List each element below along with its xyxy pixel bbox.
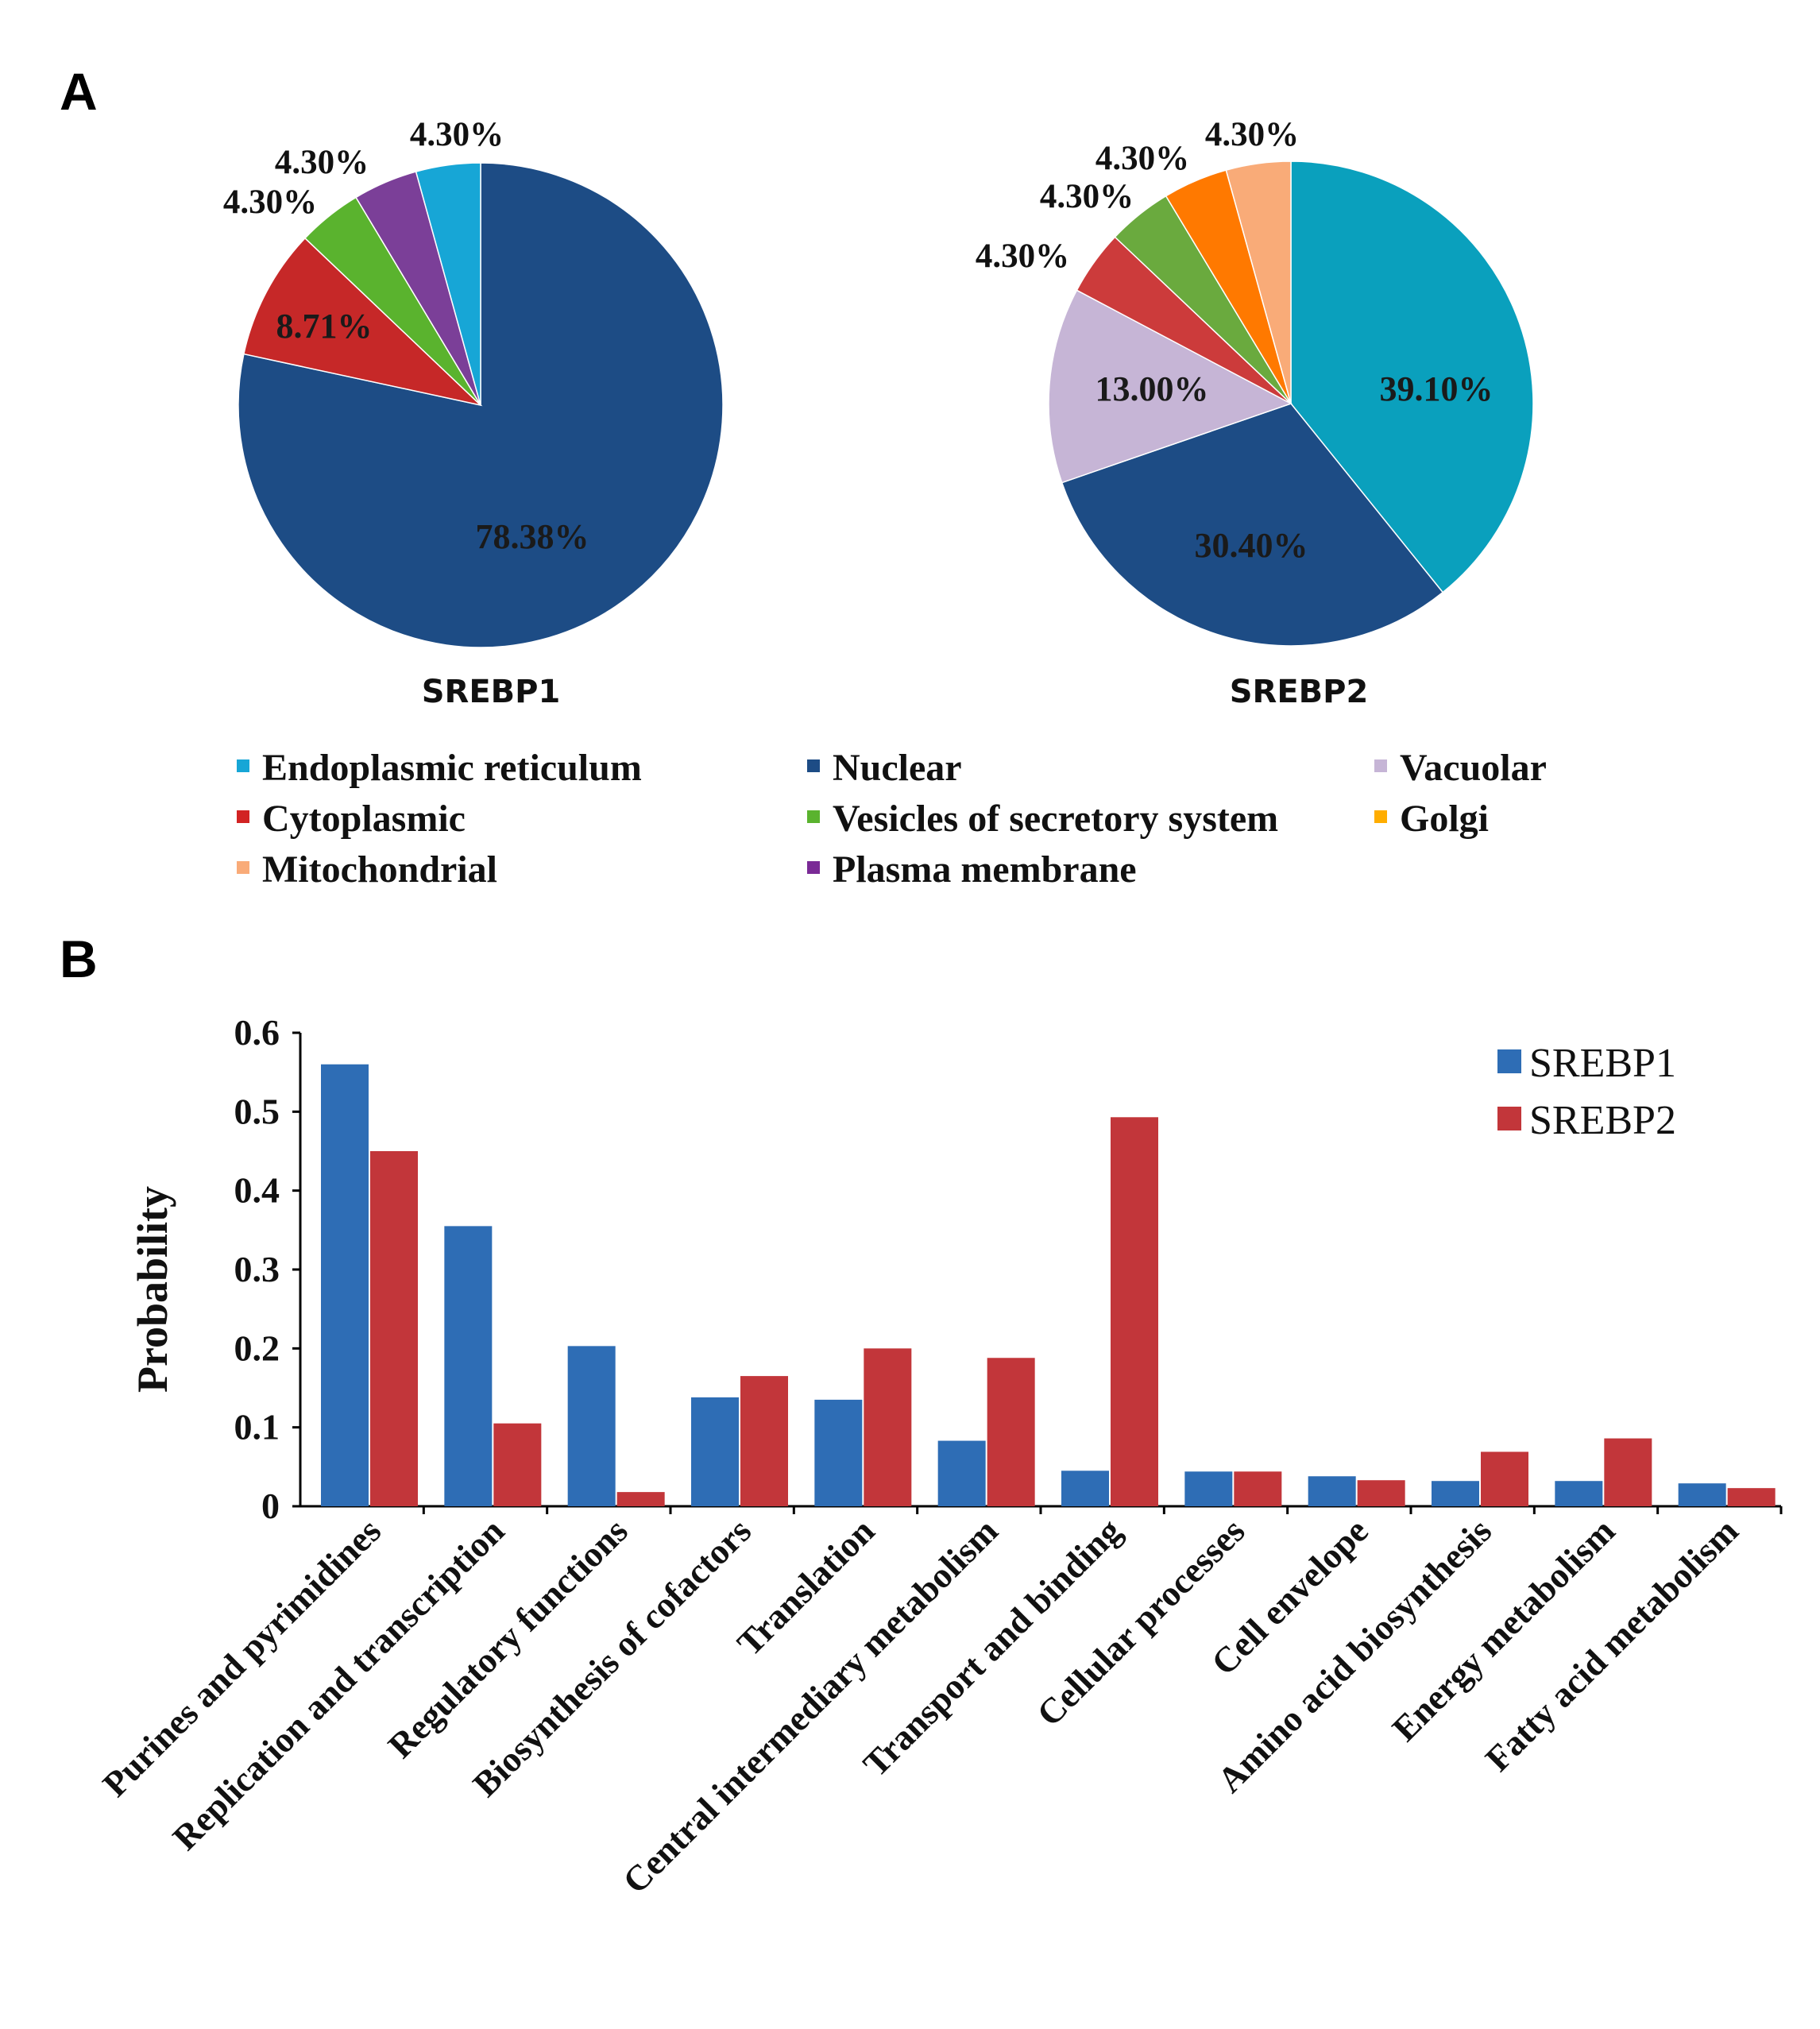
pie-label-vacuolar: 13.00% xyxy=(1095,369,1209,408)
bar-legend-swatch-srebp1 xyxy=(1497,1049,1521,1073)
panel-b-letter: B xyxy=(60,929,98,988)
pie-label-nuclear: 30.40% xyxy=(1195,526,1308,565)
bar-srebp1-cellular-processes xyxy=(1184,1471,1233,1506)
x-category-label: Energy metabolism xyxy=(1385,1511,1623,1749)
panel-a-letter: A xyxy=(60,62,98,121)
pie-chart-srebp1: 78.38%8.71%4.30%4.30%4.30% xyxy=(223,116,724,648)
x-category-label: Regulatory functions xyxy=(381,1511,636,1766)
legend-label-plasma-membrane: Plasma membrane xyxy=(833,848,1137,891)
legend-swatch-golgi xyxy=(1374,810,1387,823)
bar-srebp2-energy-metabolism xyxy=(1604,1438,1652,1506)
bar-srebp2-replication-and-transcription xyxy=(493,1423,542,1506)
pie-label-endoplasmic-reticulum: 39.10% xyxy=(1380,369,1493,408)
pie-label-mitochondrial: 4.30% xyxy=(1205,116,1299,153)
pie-label-cytoplasmic: 4.30% xyxy=(976,238,1069,275)
bar-srebp2-translation xyxy=(864,1348,912,1506)
bar-srebp2-cell-envelope xyxy=(1357,1480,1405,1506)
bar-srebp1-replication-and-transcription xyxy=(444,1226,493,1506)
bar-srebp2-regulatory-functions xyxy=(616,1492,665,1506)
bar-srebp2-transport-and-binding xyxy=(1111,1117,1158,1506)
pie-label-cytoplasmic: 8.71% xyxy=(276,307,373,346)
bar-srebp1-amino-acid-biosynthesis xyxy=(1432,1481,1479,1506)
pie-title-srebp2: SREBP2 xyxy=(1230,674,1369,710)
pie-title-srebp1: SREBP1 xyxy=(422,674,561,710)
legend-label-nuclear: Nuclear xyxy=(833,747,962,789)
pie-label-vesicles-of-secretory-system: 4.30% xyxy=(1040,178,1134,215)
legend-label-cytoplasmic: Cytoplasmic xyxy=(262,798,466,840)
pie-chart-srebp2: 39.10%30.40%13.00%4.30%4.30%4.30%4.30% xyxy=(976,116,1534,647)
legend-label-vesicles-of-secretory-system: Vesicles of secretory system xyxy=(833,798,1278,840)
bar-srebp2-biosynthesis-of-cofactors xyxy=(740,1376,788,1506)
bar-srebp2-amino-acid-biosynthesis xyxy=(1481,1451,1528,1506)
pie-label-plasma-membrane: 4.30% xyxy=(275,144,369,181)
pie-slice-endoplasmic-reticulum xyxy=(1290,160,1534,593)
bar-srebp1-energy-metabolism xyxy=(1555,1481,1603,1506)
bar-srebp2-central-intermediary-metabolism xyxy=(987,1358,1035,1506)
pie-label-vesicles-of-secretory-system: 4.30% xyxy=(223,184,317,221)
legend-swatch-vesicles-of-secretory-system xyxy=(807,810,820,823)
y-axis-title: Probability xyxy=(129,1186,176,1393)
bar-srebp2-purines-and-pyrimidines xyxy=(370,1151,418,1506)
legend-swatch-nuclear xyxy=(807,759,820,772)
legend-swatch-plasma-membrane xyxy=(807,861,820,874)
bar-srebp1-purines-and-pyrimidines xyxy=(321,1064,369,1506)
y-tick-label: 0.2 xyxy=(234,1328,280,1368)
legend-label-golgi: Golgi xyxy=(1400,798,1489,840)
pie-legend: Endoplasmic reticulum Nuclear VacuolarCyto… xyxy=(237,747,1547,891)
bar-srebp1-regulatory-functions xyxy=(567,1346,616,1506)
bar-srebp2-fatty-acid-metabolism xyxy=(1727,1488,1776,1506)
y-tick-label: 0.4 xyxy=(234,1170,280,1211)
bar-srebp1-central-intermediary-metabolism xyxy=(937,1440,986,1506)
legend-swatch-vacuolar xyxy=(1374,759,1387,772)
y-tick-label: 0.3 xyxy=(234,1249,280,1289)
legend-label-mitochondrial: Mitochondrial xyxy=(262,848,497,891)
pie-label-endoplasmic-reticulum: 4.30% xyxy=(410,116,504,153)
bar-legend-swatch-srebp2 xyxy=(1497,1107,1521,1130)
bar-srebp1-cell-envelope xyxy=(1308,1476,1356,1506)
legend-swatch-endoplasmic-reticulum xyxy=(237,759,249,772)
y-tick-label: 0.6 xyxy=(234,1012,280,1053)
x-category-label: Cellular processes xyxy=(1030,1511,1253,1734)
bar-srebp1-biosynthesis-of-cofactors xyxy=(691,1397,739,1506)
bar-srebp1-transport-and-binding xyxy=(1061,1471,1109,1506)
pie-slice-nuclear xyxy=(1061,403,1444,647)
y-tick-label: 0 xyxy=(261,1486,280,1526)
pie-slice-mitochondrial xyxy=(1225,160,1292,404)
bar-srebp1-fatty-acid-metabolism xyxy=(1678,1483,1726,1506)
legend-label-vacuolar: Vacuolar xyxy=(1400,747,1547,789)
pie-slice-cytoplasmic xyxy=(242,237,483,407)
bar-srebp2-cellular-processes xyxy=(1234,1471,1282,1506)
pie-slice-vacuolar xyxy=(1048,289,1293,484)
legend-label-endoplasmic-reticulum: Endoplasmic reticulum xyxy=(262,747,642,789)
x-category-label: Fatty acid metabolism xyxy=(1478,1511,1746,1780)
y-tick-label: 0.5 xyxy=(234,1091,280,1131)
y-tick-label: 0.1 xyxy=(234,1407,280,1447)
pie-slice-endoplasmic-reticulum xyxy=(415,162,481,406)
legend-swatch-mitochondrial xyxy=(237,861,249,874)
legend-swatch-cytoplasmic xyxy=(237,810,249,823)
bar-srebp1-translation xyxy=(814,1399,863,1506)
pie-label-nuclear: 78.38% xyxy=(476,517,589,556)
pie-label-golgi: 4.30% xyxy=(1095,140,1189,177)
bar-legend-label-srebp1: SREBP1 xyxy=(1529,1041,1676,1086)
bar-legend-label-srebp2: SREBP2 xyxy=(1529,1098,1676,1143)
